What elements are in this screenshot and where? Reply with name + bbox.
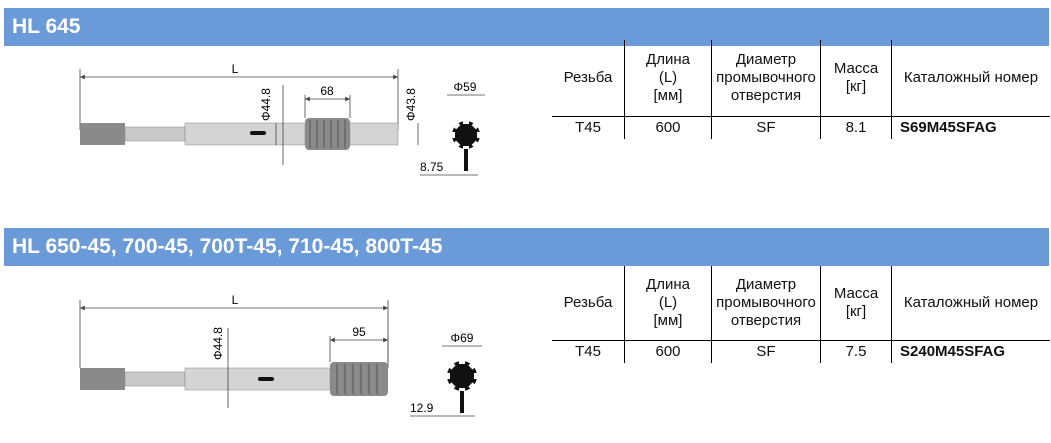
dim-dia-spline-label: Φ59	[454, 80, 477, 94]
table-row: T45 600 SF 8.1 S69M45SFAG	[552, 116, 1050, 139]
spline-cross-section	[443, 357, 481, 413]
header-length: Длина(L)[мм]	[624, 40, 712, 116]
shank-drawing-hl645: L Φ44.8 68 Φ43.8 Φ59 8.75	[79, 62, 485, 176]
svg-text:L: L	[232, 293, 239, 307]
dim-spline-len-label: 68	[320, 84, 334, 98]
header-mass: Масса[кг]	[820, 266, 892, 340]
dim-key-width-label: 8.75	[420, 160, 444, 174]
dim-dia-end-label: Φ43.8	[404, 88, 418, 121]
table-row: T45 600 SF 7.5 S240M45SFAG	[552, 340, 1050, 363]
dim-dia-shank-label: Φ44.8	[259, 88, 273, 121]
svg-text:Φ44.8: Φ44.8	[211, 327, 225, 360]
section-title-hl650: HL 650-45, 700-45, 700T-45, 710-45, 800T…	[4, 228, 1049, 266]
header-thread: Резьба	[563, 293, 613, 311]
header-catalog-number: Каталожный номер	[891, 40, 1050, 116]
section-title-hl645: HL 645	[4, 8, 1049, 46]
header-length: Длина(L)[мм]	[624, 266, 712, 340]
header-thread: Резьба	[563, 68, 613, 86]
header-catalog-number: Каталожный номер	[891, 266, 1050, 340]
spline-cross-section	[448, 117, 484, 171]
dim-length-label: L	[232, 62, 239, 76]
header-mass: Масса[кг]	[820, 40, 892, 116]
svg-text:12.9: 12.9	[410, 401, 434, 415]
svg-text:Φ69: Φ69	[451, 331, 474, 345]
svg-text:95: 95	[352, 325, 366, 339]
shank-drawing-hl650: L Φ44.8 95 Φ69 12.9	[79, 293, 482, 417]
